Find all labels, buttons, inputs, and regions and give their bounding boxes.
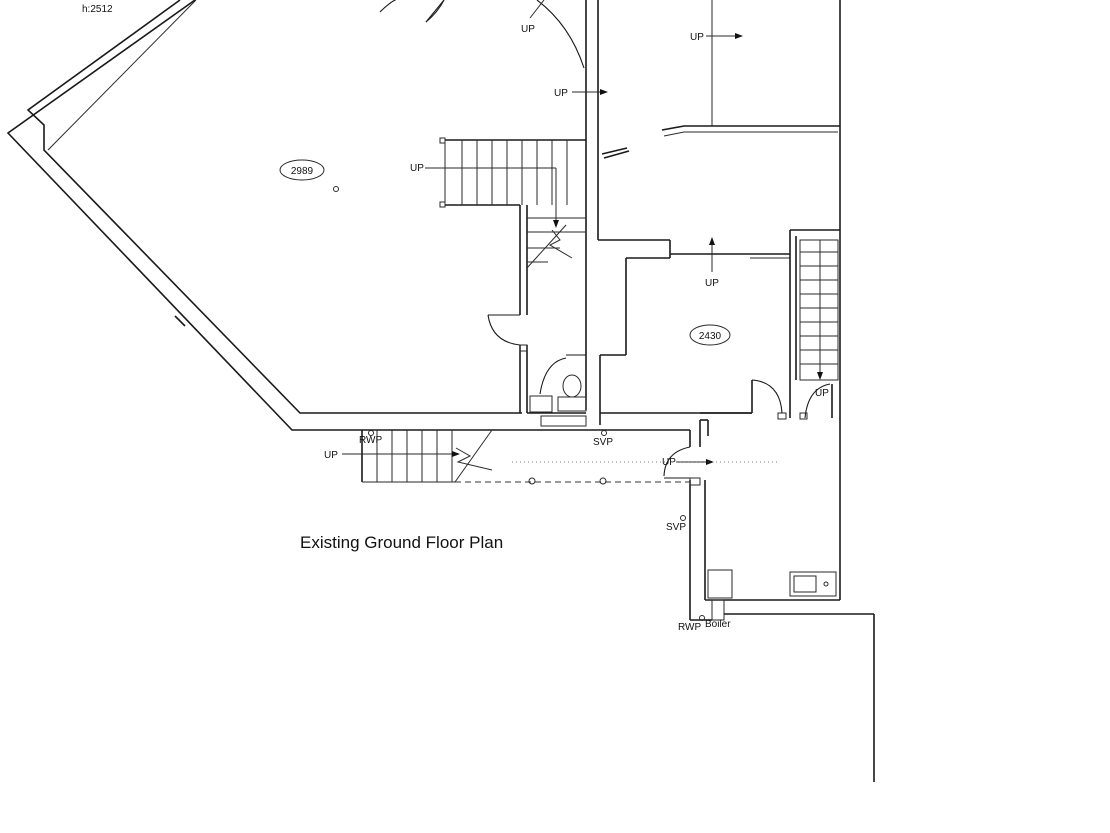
- svg-text:2430: 2430: [699, 331, 722, 342]
- left-room-walls: [6, 0, 584, 431]
- svg-text:UP: UP: [662, 457, 676, 468]
- up-arrow-rear: UP: [512, 457, 780, 468]
- svg-text:2989: 2989: [291, 166, 314, 177]
- svg-text:UP: UP: [324, 450, 338, 461]
- upper-right-room: [601, 0, 841, 600]
- internal-staircase: [439, 137, 586, 315]
- height-note: h:2512: [82, 4, 113, 15]
- up-arrow-stair: UP: [410, 163, 557, 178]
- post-marker: [599, 477, 607, 485]
- plan-title: Existing Ground Floor Plan: [300, 533, 503, 552]
- up-arrow-steps: UP: [324, 450, 452, 461]
- right-staircase: UP: [799, 239, 839, 420]
- rear-walls: [584, 419, 875, 782]
- rwp-top: RWP: [359, 430, 382, 446]
- ceiling-point: [333, 186, 339, 192]
- room-tag-2989: 2989: [279, 159, 325, 181]
- svp-bottom: SVP: [666, 515, 686, 533]
- up-arrow-top-left: UP: [521, 0, 545, 35]
- understair-door: [487, 314, 528, 413]
- boiler-label: Boiler: [705, 619, 731, 630]
- up-arrow-corridor: UP: [554, 88, 608, 99]
- top-double-door: [379, 0, 445, 23]
- svg-text:UP: UP: [815, 388, 829, 399]
- svg-text:UP: UP: [554, 88, 568, 99]
- up-arrow-upper-right: UP: [690, 32, 743, 43]
- lower-right-door: [751, 379, 787, 420]
- svg-text:SVP: SVP: [666, 522, 686, 533]
- wc-room: [527, 354, 587, 427]
- rwp-bottom: RWP: [678, 615, 705, 633]
- svg-text:RWP: RWP: [678, 622, 701, 633]
- door-swing-arc: [536, 0, 585, 69]
- svg-text:UP: UP: [705, 278, 719, 289]
- up-arrow-lower-right: UP: [705, 237, 719, 289]
- room-tag-2430: 2430: [689, 324, 731, 346]
- svg-text:SVP: SVP: [593, 437, 613, 448]
- external-steps: [361, 429, 493, 483]
- post-marker: [528, 477, 536, 485]
- lower-right-room: [670, 229, 840, 418]
- svg-text:UP: UP: [690, 32, 704, 43]
- central-walls: [585, 0, 752, 425]
- svg-text:UP: UP: [521, 24, 535, 35]
- svg-text:UP: UP: [410, 163, 424, 174]
- svp-top: SVP: [593, 430, 613, 448]
- svg-text:RWP: RWP: [359, 435, 382, 446]
